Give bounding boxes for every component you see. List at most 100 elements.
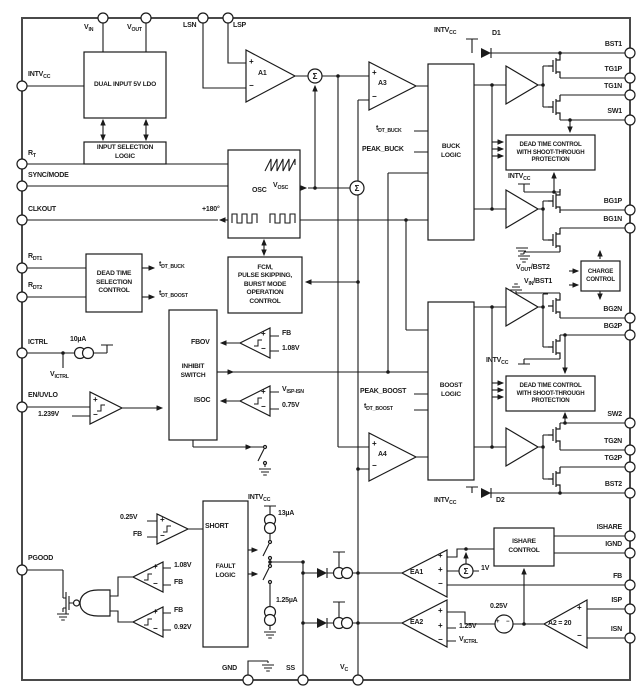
v125-label: 1.25V xyxy=(459,623,477,630)
block-dead-time-selection xyxy=(85,253,143,313)
visp-isn-label: VISP-ISN xyxy=(282,386,304,395)
pin-vout xyxy=(140,12,152,24)
i125ua-label: 1.25µA xyxy=(276,597,298,604)
comp-short xyxy=(156,513,190,545)
short-plus: + xyxy=(160,515,165,524)
v075-label: 0.75V xyxy=(282,402,300,409)
pin-label-en-uvlo: EN/UVLO xyxy=(28,392,58,399)
pin-label-clkout: CLKOUT xyxy=(28,206,56,213)
tdt-boost-in-label: tDT_BOOST xyxy=(364,403,393,412)
a2-minus: − xyxy=(577,631,582,640)
diodes xyxy=(317,48,492,628)
a2-plus: + xyxy=(577,603,582,612)
i10ua-label: 10µA xyxy=(70,336,87,343)
v1-label: 1V xyxy=(481,565,490,572)
ea1-minus: − xyxy=(438,579,443,588)
pin-clkout xyxy=(16,214,28,226)
block-dead-time-2 xyxy=(505,375,596,412)
amp-ea2 xyxy=(400,599,448,648)
driver-tg1 xyxy=(505,64,540,106)
a1-plus: + xyxy=(249,57,254,66)
waveform-icons xyxy=(231,158,296,224)
pin-label-bst2: BST2 xyxy=(604,481,622,488)
pin-label-rdt2: RDT2 xyxy=(28,282,43,291)
package-pins xyxy=(16,12,636,686)
pin-sw2 xyxy=(624,417,636,429)
a4-minus: − xyxy=(372,461,377,470)
intvcc-d1-label: INTVCC xyxy=(434,27,457,36)
v1239-label: 1.239V xyxy=(38,411,59,418)
sigma-node-1 xyxy=(307,68,323,84)
amp-a2 xyxy=(542,598,588,650)
driver-bg1 xyxy=(505,188,540,230)
pin-sw1 xyxy=(624,114,636,126)
short-port-label: SHORT xyxy=(205,523,229,530)
pg2-plus: + xyxy=(153,607,158,616)
vout-bst2-label: VOUT/BST2 xyxy=(516,264,550,273)
v108-fbov-label: 1.08V xyxy=(282,345,300,352)
pin-ishare xyxy=(624,530,636,542)
pin-label-tg1p: TG1P xyxy=(604,66,623,73)
pin-bg1n xyxy=(624,222,636,234)
block-dead-time-1 xyxy=(505,134,596,171)
mosfet-bg2n xyxy=(547,293,561,319)
diode-d1 xyxy=(481,48,492,58)
a3-minus: − xyxy=(372,92,377,101)
block-charge-control xyxy=(580,260,621,292)
pin-lsn xyxy=(197,12,209,24)
phase-180-label: +180° xyxy=(202,206,220,213)
a4-label: A4 xyxy=(378,451,387,458)
fb-pgood-lower-label: FB xyxy=(174,607,183,614)
pin-en-uvlo xyxy=(16,401,28,413)
pin-label-bg1p: BG1P xyxy=(603,198,622,205)
fb-fbov-label: FB xyxy=(282,330,291,337)
v025-short-label: 0.25V xyxy=(120,514,138,521)
svg-text:Σ: Σ xyxy=(355,184,360,193)
current-sources xyxy=(73,346,354,630)
block-buck-logic xyxy=(427,63,475,241)
block-input-selection xyxy=(83,141,167,165)
pin-tg1n xyxy=(624,89,636,101)
ea2-minus: − xyxy=(438,635,443,644)
svg-text:Σ: Σ xyxy=(464,567,469,576)
pin-label-sw2: SW2 xyxy=(607,411,622,418)
tdt-buck-in-label: tDT_BUCK xyxy=(376,125,402,134)
pin-tg2n xyxy=(624,444,636,456)
a2-label: A2 = 20 xyxy=(548,620,572,627)
pin-bg2n xyxy=(624,312,636,324)
wires-center xyxy=(62,75,428,680)
pin-pgood xyxy=(16,564,28,576)
vosc-label: VOSC xyxy=(273,182,289,191)
pin-label-tg1n: TG1N xyxy=(604,83,622,90)
pin-label-bg2p: BG2P xyxy=(603,323,622,330)
pin-label-gnd: GND xyxy=(222,665,237,672)
diode-d2 xyxy=(481,488,492,498)
pin-fb xyxy=(624,579,636,591)
fb-pgood-upper-label: FB xyxy=(174,579,183,586)
pin-tg1p xyxy=(624,72,636,84)
ea1-plus-top: + xyxy=(438,551,443,560)
d2-label: D2 xyxy=(496,497,505,504)
comp-en-uvlo xyxy=(89,391,124,425)
intvcc-d2-label: INTVCC xyxy=(434,497,457,506)
v108-pgood-label: 1.08V xyxy=(174,562,192,569)
v092-label: 0.92V xyxy=(174,624,192,631)
block-inhibit-switch xyxy=(168,309,218,441)
peak-buck-label: PEAK_BUCK xyxy=(362,146,404,153)
peak-boost-label: PEAK_BOOST xyxy=(360,388,407,395)
ea1-plus-mid: + xyxy=(438,565,443,574)
pin-lsp xyxy=(222,12,234,24)
pin-label-ishare: ISHARE xyxy=(596,524,622,531)
square-wave-icon-left xyxy=(231,213,258,224)
osc-name-label: OSC xyxy=(252,187,267,194)
block-mode-control xyxy=(227,256,303,314)
a3-plus: + xyxy=(372,68,377,77)
ea2-plus-top: + xyxy=(438,606,443,615)
block-ishare-control xyxy=(493,527,555,567)
tdt-boost-out-label: tDT_BOOST xyxy=(159,290,188,299)
junction-dots xyxy=(61,51,572,626)
sawtooth-icon xyxy=(264,158,296,172)
v025-a2-label: 0.25V xyxy=(490,603,508,610)
pin-label-bg1n: BG1N xyxy=(603,216,622,223)
ea2-label: EA2 xyxy=(410,619,424,626)
